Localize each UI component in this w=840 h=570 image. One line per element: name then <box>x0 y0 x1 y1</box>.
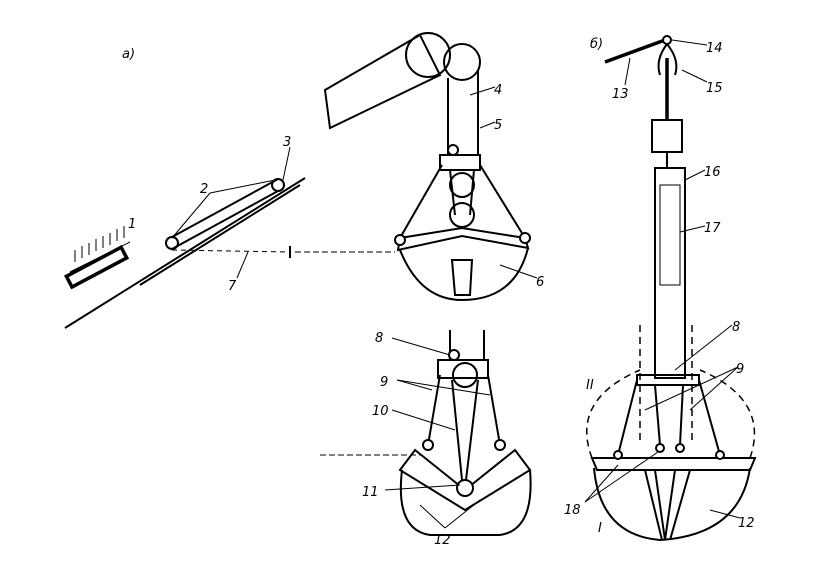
panel-b-label: б) <box>590 37 603 52</box>
callout-8b: 8 <box>732 320 740 335</box>
callout-18: 18 <box>564 503 581 518</box>
callout-1: 1 <box>128 217 136 232</box>
callout-12: 12 <box>434 533 451 548</box>
callout-4: 4 <box>494 83 502 98</box>
position-II-label: II <box>586 378 594 393</box>
grab-bucket-hydraulic <box>586 35 757 542</box>
callout-7: 7 <box>228 279 237 294</box>
panel-a-label: а) <box>122 47 135 62</box>
leader-lines <box>171 39 741 529</box>
position-I-label: I <box>598 521 602 536</box>
callout-14: 14 <box>706 41 723 56</box>
callout-9b: 9 <box>736 362 744 377</box>
callout-13: 13 <box>612 87 629 102</box>
callout-8: 8 <box>375 331 383 346</box>
callout-3: 3 <box>283 135 291 150</box>
grab-bucket-closed <box>320 330 532 536</box>
callout-16: 16 <box>704 165 721 180</box>
callout-9: 9 <box>380 375 388 390</box>
callout-5: 5 <box>494 118 502 133</box>
inclined-ramp <box>63 177 306 329</box>
callout-10: 10 <box>372 404 389 419</box>
callout-17: 17 <box>704 221 721 236</box>
callout-2: 2 <box>200 182 208 197</box>
callout-6: 6 <box>536 275 544 290</box>
callout-15: 15 <box>706 81 723 96</box>
callout-12b: 12 <box>738 516 755 531</box>
callout-11: 11 <box>362 485 379 500</box>
grab-bucket-open <box>295 32 531 302</box>
